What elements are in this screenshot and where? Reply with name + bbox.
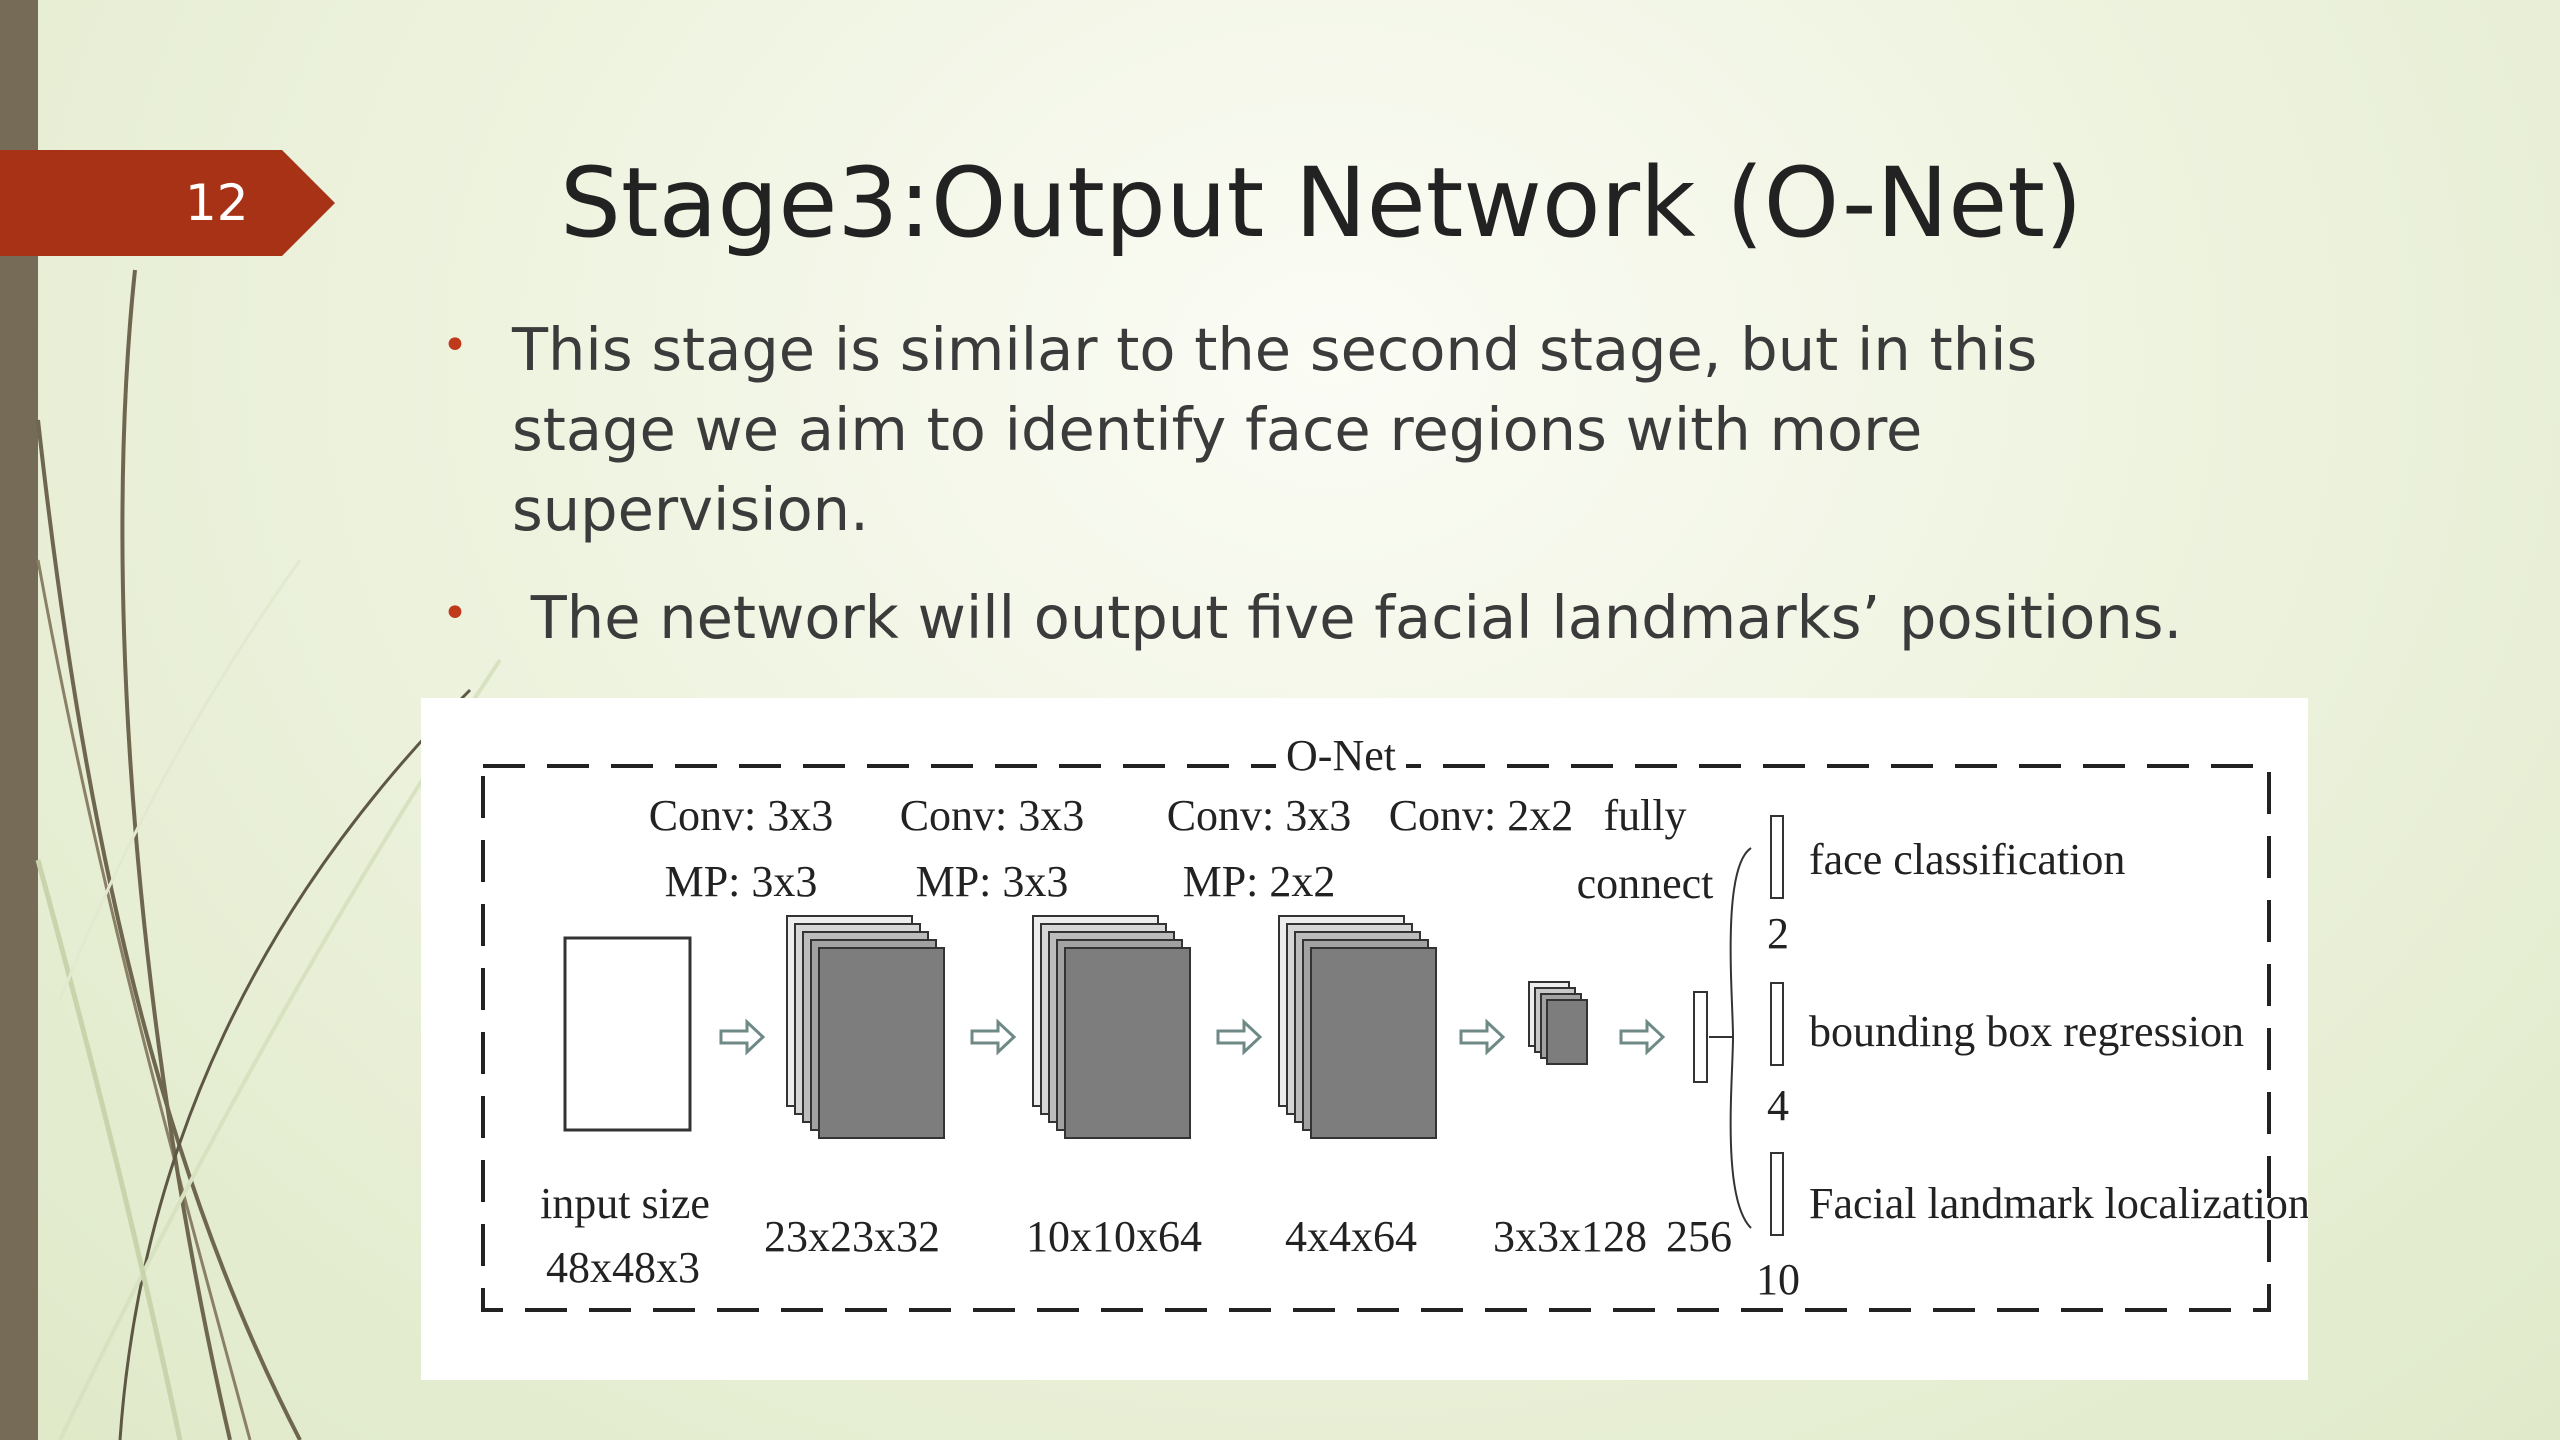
bullet-1-line-3: supervision. xyxy=(512,475,869,544)
onet-diagram: O-Net Conv: 3x3 MP: 3x3 Conv: 3x3 MP: 3x… xyxy=(421,698,2310,1380)
feature-map-stack-1 xyxy=(786,915,945,1139)
dim-label-5: 256 xyxy=(1666,1212,1732,1261)
output-brace xyxy=(1729,847,1752,1229)
decorative-grass-lines xyxy=(35,269,502,1440)
stage-5-op2: connect xyxy=(1577,859,1714,908)
output-label-2: bounding box regression xyxy=(1809,1007,2244,1056)
output-vector-1 xyxy=(1770,815,1784,899)
stage-2-op1: Conv: 3x3 xyxy=(900,791,1085,840)
bullet-2-line-1: The network will output five facial land… xyxy=(512,583,2183,652)
output-vector-3 xyxy=(1770,1152,1784,1236)
dim-label-2: 10x10x64 xyxy=(1026,1212,1202,1261)
output-label-3: Facial landmark localization xyxy=(1809,1179,2308,1228)
flow-arrows xyxy=(719,1018,1666,1056)
output-label-1: face classification xyxy=(1809,835,2125,884)
slide-number-tab xyxy=(0,150,335,256)
onet-title: O-Net xyxy=(1286,731,1396,780)
dim-label-4: 3x3x128 xyxy=(1493,1212,1647,1261)
input-label-line1: input size xyxy=(540,1179,710,1228)
bullet-1-line-1: This stage is similar to the second stag… xyxy=(512,315,2038,384)
stage-5-op1: fully xyxy=(1603,791,1686,840)
stage-3-op1: Conv: 3x3 xyxy=(1167,791,1352,840)
stage-4-op1: Conv: 2x2 xyxy=(1389,791,1574,840)
output-size-1: 2 xyxy=(1767,909,1789,958)
dim-label-3: 4x4x64 xyxy=(1285,1212,1417,1261)
stage-1-op2: MP: 3x3 xyxy=(665,857,818,906)
input-box xyxy=(563,936,692,1132)
feature-map-stack-3 xyxy=(1278,915,1437,1139)
bullet-marker: • xyxy=(442,588,468,639)
input-label-line2: 48x48x3 xyxy=(546,1243,700,1292)
slide-title: Stage3:Output Network (O-Net) xyxy=(560,147,2083,259)
stage-3-op2: MP: 2x2 xyxy=(1183,857,1336,906)
fc-vector-256 xyxy=(1693,991,1708,1083)
feature-map-stack-4 xyxy=(1528,981,1588,1065)
dim-label-1: 23x23x32 xyxy=(764,1212,940,1261)
bullet-marker: • xyxy=(442,320,468,371)
feature-map-stack-2 xyxy=(1032,915,1191,1139)
output-size-2: 4 xyxy=(1767,1081,1789,1130)
output-vector-2 xyxy=(1770,982,1784,1066)
output-size-3: 10 xyxy=(1756,1255,1800,1304)
slide-number: 12 xyxy=(185,174,249,232)
stage-2-op2: MP: 3x3 xyxy=(916,857,1069,906)
onet-frame xyxy=(481,764,2271,1312)
bullet-1-line-2: stage we aim to identify face regions wi… xyxy=(512,395,1923,464)
stage-1-op1: Conv: 3x3 xyxy=(649,791,834,840)
